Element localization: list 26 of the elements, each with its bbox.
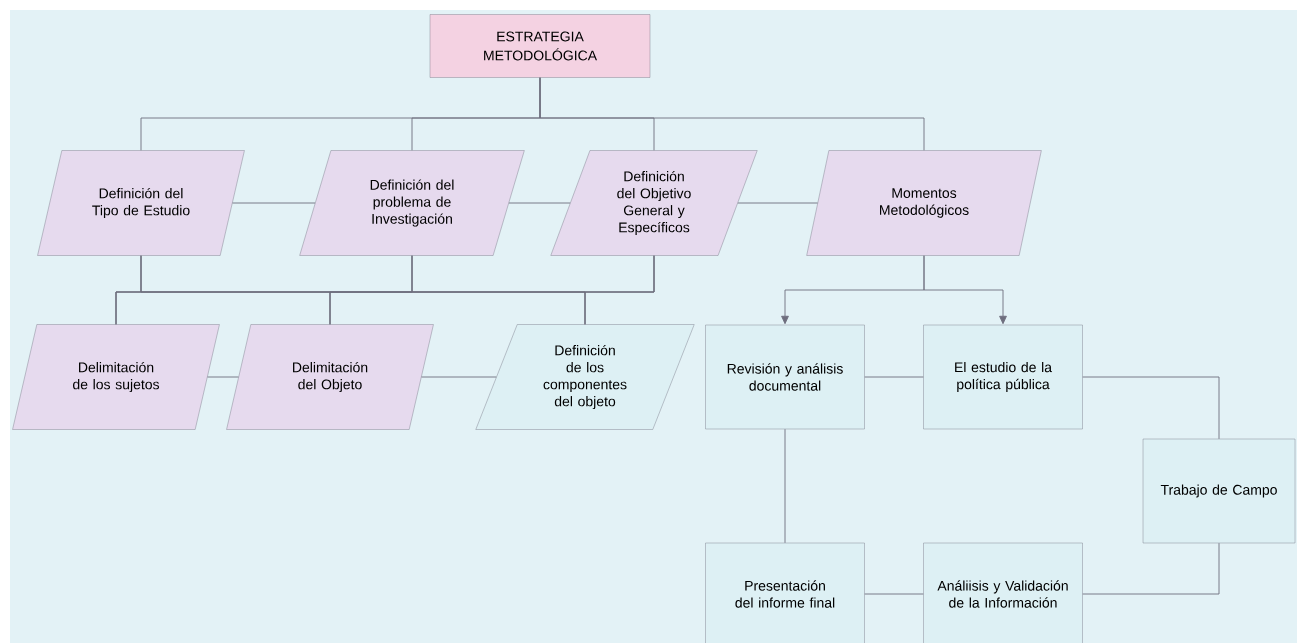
parallelogram: Delimitación del Objeto: [226, 324, 434, 430]
parallelogram: Definición del Objetivo General y Específicos: [550, 150, 758, 256]
connector: [784, 428, 786, 544]
connector: [737, 202, 819, 204]
process-box: Trabajo de Campo: [1142, 438, 1296, 544]
connector: [207, 376, 239, 378]
connector: [864, 376, 924, 378]
parallelogram: Delimitación de los sujetos: [12, 324, 220, 430]
title-box: ESTRATEGIA METODOLÓGICA: [429, 14, 651, 78]
process-box: El estudio de la política pública: [923, 324, 1083, 430]
process-box: Análiisis y Validación de la Información: [923, 542, 1083, 643]
connector: [1082, 376, 1220, 440]
parallelogram: Definición de los componentes del objeto: [475, 324, 695, 430]
connector: [923, 255, 1007, 325]
process-box: Revisión y análisis documental: [705, 324, 865, 430]
connector: [584, 255, 655, 325]
connector: [539, 77, 925, 151]
connector: [1082, 542, 1220, 595]
parallelogram: Definición del Tipo de Estudio: [37, 150, 245, 256]
connector: [421, 376, 497, 378]
process-box: Presentación del informe final: [705, 542, 865, 643]
connector: [232, 202, 316, 204]
parallelogram: Momentos Metodológicos: [806, 150, 1042, 256]
connector: [508, 202, 571, 204]
connector: [864, 593, 924, 595]
parallelogram: Definición del problema de Investigación: [299, 150, 525, 256]
